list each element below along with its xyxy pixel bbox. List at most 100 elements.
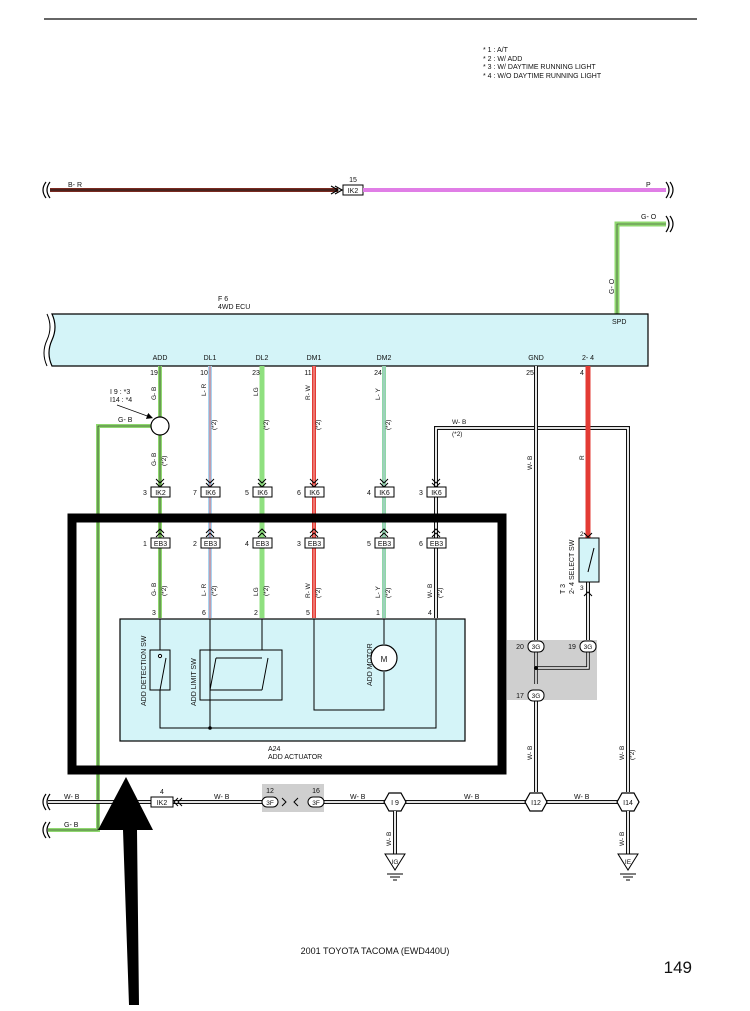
svg-text:W- B: W- B (619, 746, 626, 760)
wire-color-gb: G- B (118, 417, 133, 424)
svg-text:I14: I14 (623, 800, 633, 807)
svg-text:6: 6 (202, 610, 206, 617)
svg-text:12: 12 (266, 788, 274, 795)
svg-text:5: 5 (245, 490, 249, 497)
svg-text:3: 3 (152, 610, 156, 617)
svg-text:4: 4 (428, 610, 432, 617)
svg-text:G- B: G- B (151, 453, 158, 466)
svg-text:3: 3 (580, 585, 584, 592)
ecu-terminals: ADD DL1 DL2 DM1 DM2 GND 2- 4 19 10 23 11… (150, 355, 594, 377)
svg-text:IK6: IK6 (205, 490, 216, 497)
svg-text:W- B: W- B (386, 832, 393, 846)
svg-text:4: 4 (160, 789, 164, 796)
svg-text:(*2): (*2) (385, 588, 392, 598)
svg-text:W- B: W- B (464, 794, 480, 801)
svg-text:IE: IE (625, 859, 632, 866)
top-wire-right-color: P (646, 182, 651, 189)
junction-label-line: I 9 : *3 (110, 389, 130, 396)
notes-legend: * 1 : A/T * 2 : W/ ADD * 3 : W/ DAYTIME … (483, 47, 601, 81)
svg-text:LG: LG (253, 387, 260, 396)
svg-text:W- B: W- B (214, 794, 230, 801)
svg-text:16: 16 (312, 788, 320, 795)
ecu-name: 4WD ECU (218, 304, 250, 311)
svg-text:LG: LG (253, 587, 260, 596)
svg-text:W- B: W- B (527, 456, 534, 470)
svg-text:5: 5 (367, 541, 371, 548)
svg-text:19: 19 (568, 644, 576, 651)
motor-icon: M (381, 655, 388, 664)
go-wire-color-v: G- O (609, 278, 616, 294)
svg-text:2: 2 (254, 610, 258, 617)
svg-text:L- R: L- R (201, 583, 208, 596)
ecu-terminal-pin: 23 (252, 370, 260, 377)
svg-text:(*2): (*2) (437, 588, 444, 598)
svg-text:(*2): (*2) (211, 586, 218, 596)
svg-text:W- B: W- B (574, 794, 590, 801)
svg-text:R- W: R- W (305, 384, 312, 400)
svg-text:IK6: IK6 (257, 490, 268, 497)
svg-text:L- Y: L- Y (375, 388, 382, 400)
svg-text:3F: 3F (266, 800, 274, 807)
svg-text:2: 2 (580, 531, 584, 538)
svg-text:3: 3 (143, 490, 147, 497)
page-footer: 2001 TOYOTA TACOMA (EWD440U) (300, 946, 450, 956)
ecu-terminal-pin: 11 (304, 370, 311, 377)
svg-text:5: 5 (306, 610, 310, 617)
svg-text:7: 7 (193, 490, 197, 497)
svg-text:3G: 3G (532, 693, 541, 700)
page-number: 149 (663, 958, 692, 977)
svg-text:(*2): (*2) (263, 586, 270, 596)
svg-text:IG: IG (392, 859, 399, 866)
ecu-terminal-pin: 19 (150, 370, 158, 377)
ecu-terminal-name: DM2 (377, 355, 392, 362)
ecu-terminal-name: DL1 (204, 355, 217, 362)
ecu-terminal-name: DL2 (256, 355, 269, 362)
svg-text:IK2: IK2 (157, 800, 168, 807)
svg-text:(*2): (*2) (263, 420, 270, 430)
actuator-id: A24 (268, 746, 281, 753)
wire-labels-lower: G- B (*2) L- R (*2) LG (*2) R- W (*2) L-… (151, 582, 444, 598)
svg-text:EB3: EB3 (308, 541, 321, 548)
svg-text:3F: 3F (312, 800, 320, 807)
actuator-name: ADD ACTUATOR (268, 754, 322, 761)
note-line: * 2 : W/ ADD (483, 55, 523, 63)
ecu-terminal-name: GND (528, 355, 544, 362)
ecu-id: F 6 (218, 296, 228, 303)
detection-sw-label: ADD DETECTION SW (141, 635, 148, 706)
note-line: * 4 : W/O DAYTIME RUNNING LIGHT (483, 72, 602, 80)
ecu-terminal-name: 2- 4 (582, 355, 594, 362)
svg-text:G- B: G- B (64, 822, 79, 829)
ecu-terminal-pin: 24 (374, 370, 382, 377)
svg-text:(*2): (*2) (452, 431, 462, 438)
svg-text:(*2): (*2) (629, 750, 636, 760)
svg-text:EB3: EB3 (204, 541, 217, 548)
top-wire: IK2 15 B- R P (42, 177, 674, 199)
actuator-pins: 3 6 2 5 1 4 (152, 610, 432, 617)
ik-connector: IK6 5 (245, 478, 273, 498)
junction-i9-i14: I 9 : *3 I14 : *4 G- B (110, 389, 170, 436)
ecu-box: F 6 4WD ECU SPD (43, 296, 649, 367)
ecu-terminal-name: ADD (153, 355, 168, 362)
note-line: * 1 : A/T (483, 47, 508, 54)
top-wire-left-color: B- R (68, 182, 82, 189)
svg-text:IK2: IK2 (155, 490, 166, 497)
svg-text:W- B: W- B (64, 794, 80, 801)
go-wire-color-h: G- O (641, 214, 657, 221)
go-wire: G- O G- O (609, 214, 674, 316)
add-actuator-box: M ADD DETECTION SW ADD LIMIT SW ADD MOTO… (119, 618, 466, 761)
ecu-terminal-pin: 25 (526, 370, 534, 377)
ground-symbols: W- B IG W- B IE (384, 811, 639, 881)
select-sw-id: T 3 (560, 584, 567, 594)
svg-text:1: 1 (143, 541, 147, 548)
svg-text:EB3: EB3 (256, 541, 269, 548)
svg-text:17: 17 (516, 693, 524, 700)
svg-text:W- B: W- B (452, 419, 466, 426)
svg-text:L- Y: L- Y (375, 586, 382, 598)
